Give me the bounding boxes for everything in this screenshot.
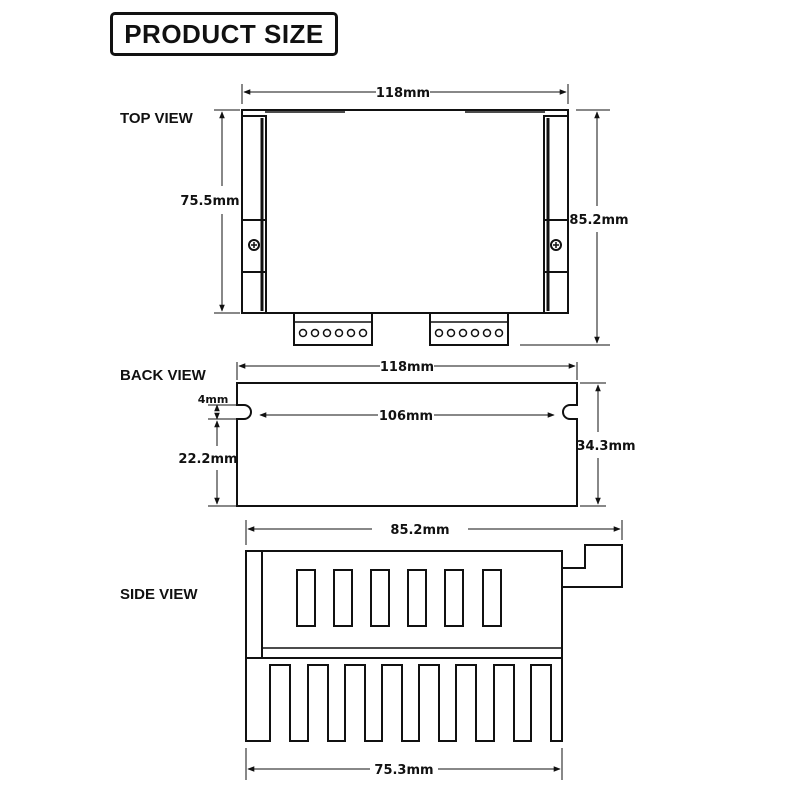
top-left-flange <box>241 115 267 314</box>
title-box: PRODUCT SIZE <box>110 12 338 56</box>
back-view <box>236 382 578 507</box>
top-left-mount <box>241 219 267 273</box>
top-view-label: TOP VIEW <box>120 110 193 127</box>
side-terminal-tab <box>562 544 623 588</box>
dim-side-width-total: 85.2mm <box>390 523 449 538</box>
terminal-pins <box>298 328 504 338</box>
top-view <box>241 109 569 346</box>
terminal-block-right <box>429 312 509 346</box>
page-title: PRODUCT SIZE <box>124 18 324 49</box>
back-view-label: BACK VIEW <box>120 367 206 384</box>
top-right-mount <box>543 219 569 273</box>
dim-side-width-base: 75.3mm <box>374 763 433 778</box>
side-dimensions <box>245 520 623 780</box>
top-body <box>241 109 569 314</box>
top-right-flange <box>543 115 569 314</box>
dim-back-height-total: 34.3mm <box>576 439 635 454</box>
side-view-label: SIDE VIEW <box>120 586 198 603</box>
right-screw-icon <box>550 239 562 251</box>
dim-back-width: 118mm <box>380 360 434 375</box>
dim-back-tab: 4mm <box>198 393 229 406</box>
heatsink-profile <box>245 550 563 742</box>
dim-top-height-inner: 75.5mm <box>180 194 239 209</box>
vent-slots <box>296 569 502 627</box>
dim-back-slot: 106mm <box>379 409 433 424</box>
terminal-block-left <box>293 312 373 346</box>
back-body <box>236 382 578 507</box>
side-view <box>245 544 623 742</box>
dim-back-height-body: 22.2mm <box>178 452 237 467</box>
left-screw-icon <box>248 239 260 251</box>
dim-top-height-total: 85.2mm <box>569 213 628 228</box>
back-dimensions <box>208 362 606 507</box>
top-dimensions <box>214 84 610 346</box>
dim-top-width: 118mm <box>376 86 430 101</box>
